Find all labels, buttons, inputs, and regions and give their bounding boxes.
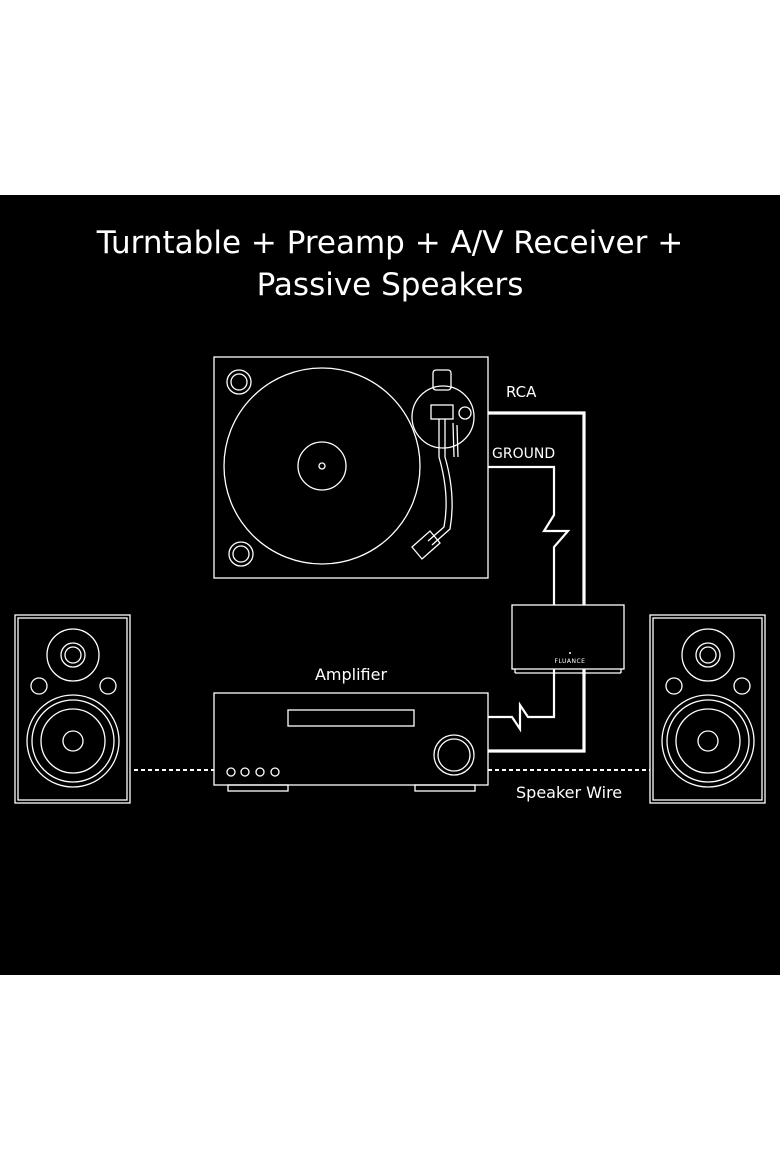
turntable-speed-knob xyxy=(228,541,254,567)
headshell xyxy=(411,530,441,560)
amplifier-button-1 xyxy=(226,767,236,777)
tonearm xyxy=(427,419,453,546)
amplifier-button-4 xyxy=(270,767,280,777)
rca-label: RCA xyxy=(506,383,537,401)
phono-preamp: FLUANCE xyxy=(511,604,625,674)
turntable-platter xyxy=(223,367,421,565)
spindle xyxy=(318,462,326,470)
right-woofer xyxy=(661,694,755,788)
left-speaker xyxy=(14,614,131,804)
left-woofer xyxy=(26,694,120,788)
tonearm-pivot xyxy=(430,404,454,420)
left-port-1 xyxy=(30,677,48,695)
right-port-1 xyxy=(665,677,683,695)
title-line-2: Passive Speakers xyxy=(256,267,524,303)
tonearm-base xyxy=(411,385,475,449)
tonearm-rest xyxy=(452,422,459,458)
rca-cable xyxy=(488,411,586,753)
amplifier-foot-left xyxy=(227,784,289,792)
diagram-title: Turntable + Preamp + A/V Receiver + Pass… xyxy=(0,222,780,306)
right-tweeter xyxy=(681,628,735,682)
amplifier xyxy=(213,692,489,792)
ground-wire xyxy=(488,465,571,733)
left-tweeter xyxy=(46,628,100,682)
left-port-2 xyxy=(99,677,117,695)
preamp-led xyxy=(569,652,571,654)
turntable-corner-knob xyxy=(226,369,252,395)
record-label xyxy=(297,441,347,491)
speaker-wire-label: Speaker Wire xyxy=(516,783,622,802)
connection-diagram: RCA GROUND FLUANCE Amplifier Speaker Wir… xyxy=(14,356,766,804)
anti-skate-knob xyxy=(458,406,472,420)
turntable-plinth xyxy=(213,356,489,579)
left-speaker-cabinet xyxy=(14,614,131,804)
tonearm-counterweight xyxy=(432,369,452,391)
right-port-2 xyxy=(733,677,751,695)
preamp-brand: FLUANCE xyxy=(555,658,586,665)
diagram-background xyxy=(0,195,780,975)
title-line-1: Turntable + Preamp + A/V Receiver + xyxy=(96,225,684,261)
volume-knob xyxy=(433,734,475,776)
amplifier-button-2 xyxy=(240,767,250,777)
preamp-body xyxy=(511,604,625,670)
right-speaker-cabinet xyxy=(649,614,766,804)
turntable xyxy=(213,356,489,579)
amplifier-foot-right xyxy=(414,784,476,792)
right-speaker xyxy=(649,614,766,804)
amplifier-button-3 xyxy=(255,767,265,777)
amplifier-body xyxy=(213,692,489,786)
ground-label: GROUND xyxy=(492,446,555,462)
amplifier-label: Amplifier xyxy=(315,665,388,684)
amplifier-display xyxy=(287,709,415,727)
